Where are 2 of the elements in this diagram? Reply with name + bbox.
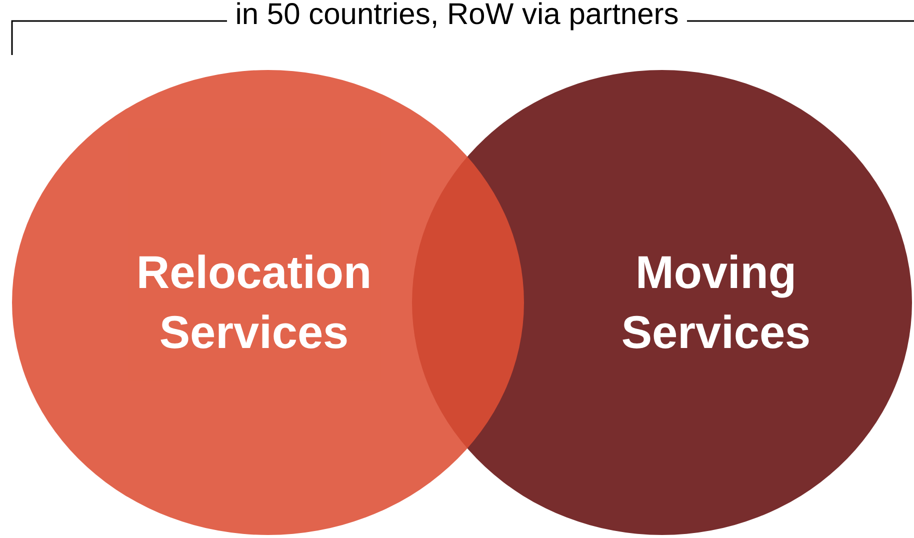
circle-label: Relocation Services bbox=[135, 244, 373, 360]
circle-label: Moving Services bbox=[620, 244, 812, 360]
